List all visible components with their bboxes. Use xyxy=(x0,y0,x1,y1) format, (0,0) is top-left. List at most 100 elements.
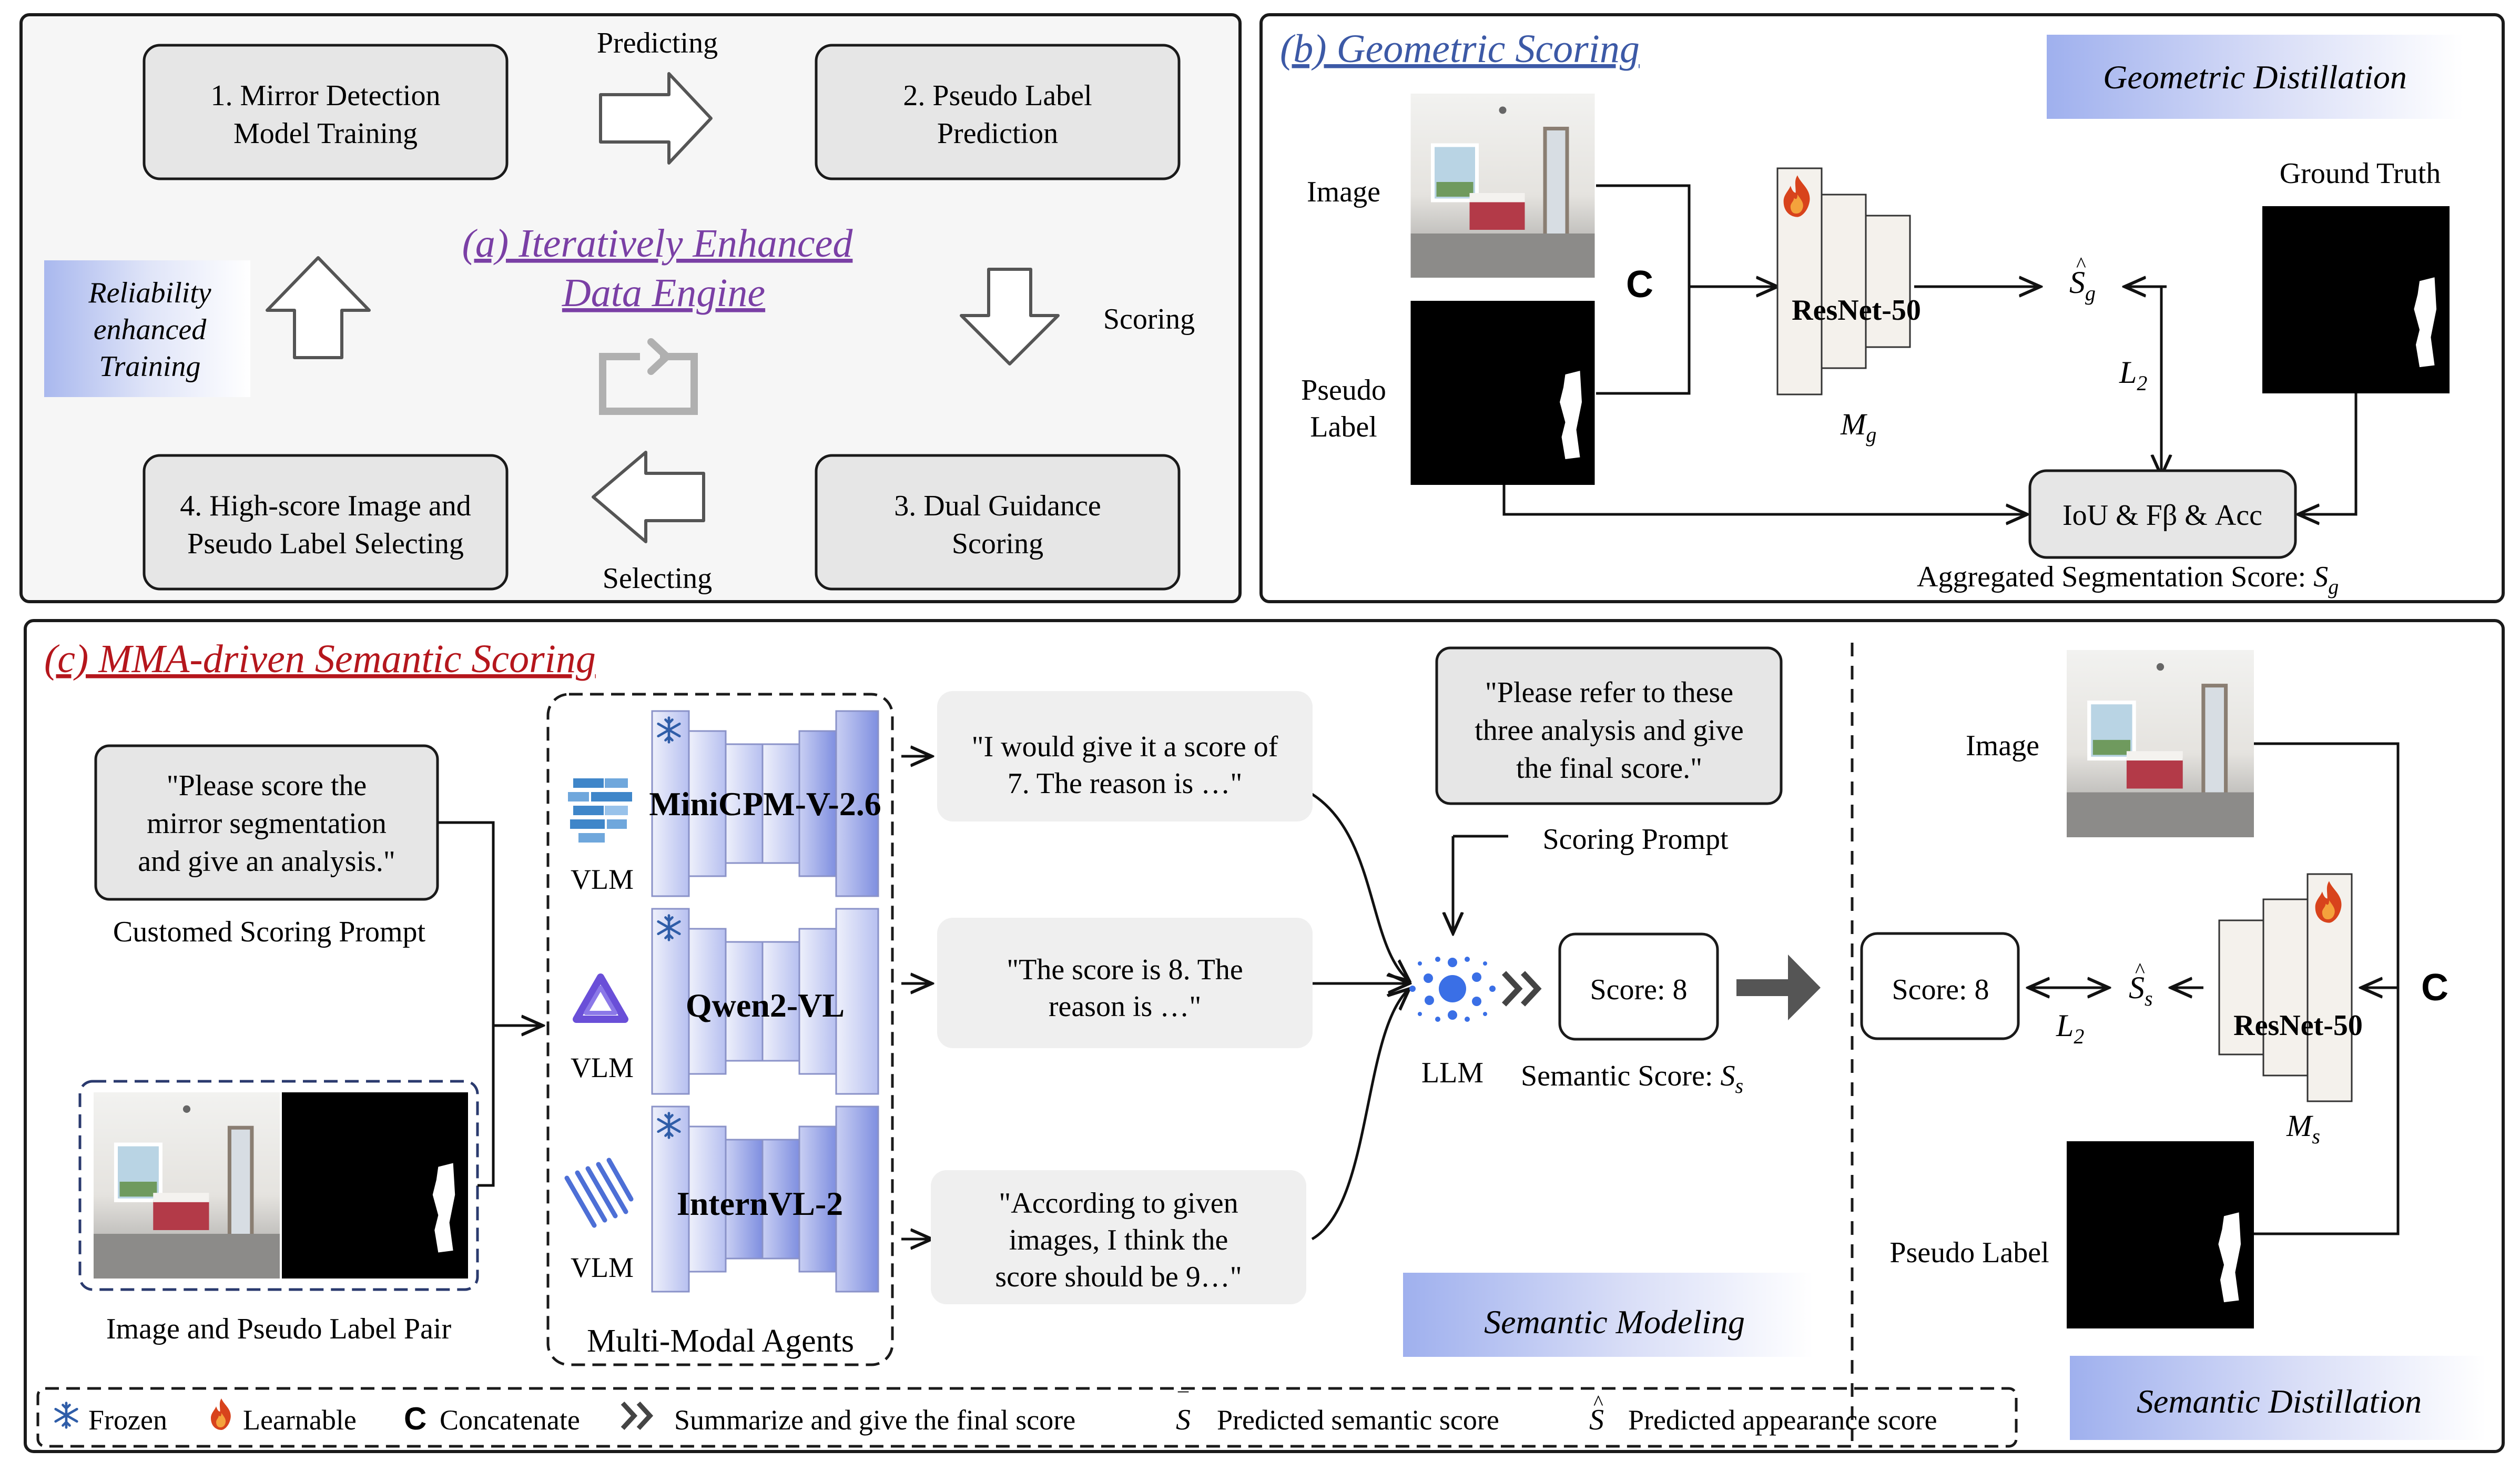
step4-box: 4. High-score Image and Pseudo Label Sel… xyxy=(143,454,509,591)
step4-line1: 4. High-score Image and xyxy=(180,490,471,522)
c-response-2-line1: "The score is 8. The xyxy=(1007,953,1243,986)
legend-summarize-icon xyxy=(621,1401,654,1430)
legend-pred-appearance: Predicted appearance score xyxy=(1628,1404,1937,1436)
c-right-score-label: Score: 8 xyxy=(1892,973,1989,1006)
c-semantic-score: Semantic Score: Ss xyxy=(1521,1060,1743,1098)
c-customized-prompt-label: Customed Scoring Prompt xyxy=(113,916,426,948)
left-arrow-icon xyxy=(592,451,705,543)
predicting-label: Predicting xyxy=(597,27,718,59)
legend-hat-mark: ^ xyxy=(1593,1391,1603,1414)
reliability-line3: Training xyxy=(99,350,201,383)
b-metric-label: IoU & Fβ & Acc xyxy=(2062,499,2262,532)
step4-line2: Pseudo Label Selecting xyxy=(187,527,464,560)
b-aggregated-score: Aggregated Segmentation Score: Sg xyxy=(1917,561,2339,598)
step2-line2: Prediction xyxy=(937,117,1058,150)
b-pred-score: Sg xyxy=(2069,265,2096,305)
panel-c: (c) MMA-driven Semantic Scoring "Please … xyxy=(24,619,2505,1453)
b-resnet-stack: ResNet-50 xyxy=(1776,167,1921,395)
c-prompt-line3: and give an analysis." xyxy=(138,845,395,878)
b-hat-mark: ^ xyxy=(2076,252,2086,276)
c-right-resnet-label: ResNet-50 xyxy=(2233,1009,2363,1042)
agent-internvl-vlm: VLM xyxy=(571,1252,634,1283)
step2-box: 2. Pseudo Label Prediction xyxy=(815,44,1181,180)
qwen-logo-icon xyxy=(573,973,628,1023)
c-right-model-label: Ms xyxy=(2286,1109,2320,1148)
b-image-label: Image xyxy=(1307,176,1380,208)
b-input-image xyxy=(1411,94,1595,278)
llm-icon xyxy=(1409,957,1496,1022)
c-refer-line1: "Please refer to these xyxy=(1485,676,1733,709)
agent-minicpm-vlm: VLM xyxy=(571,864,634,895)
c-prompt-box: "Please score the mirror segmentation an… xyxy=(94,744,439,901)
agent-internvl: InternVL-2 VLM xyxy=(564,1105,879,1293)
c-right-pseudo-label: Pseudo Label xyxy=(1889,1236,2049,1269)
up-arrow-icon xyxy=(266,256,371,359)
panel-a: 1. Mirror Detection Model Training 2. Ps… xyxy=(19,13,1242,603)
c-right-resnet-stack: ResNet-50 xyxy=(2218,873,2363,1102)
right-arrow-icon xyxy=(599,72,713,165)
legend-summarize: Summarize and give the final score xyxy=(674,1404,1075,1436)
c-response-arrows xyxy=(901,756,1508,1239)
b-concat-icon: C xyxy=(1626,263,1653,306)
c-pair-frame xyxy=(78,1080,479,1291)
step1-line2: Model Training xyxy=(233,117,418,150)
panel-b-title: (b) Geometric Scoring xyxy=(1280,27,1640,71)
c-response-1: "I would give it a score of 7. The reaso… xyxy=(937,691,1313,821)
agent-qwen-name: Qwen2-VL xyxy=(686,987,845,1024)
legend-pred-semantic: Predicted semantic score xyxy=(1217,1404,1499,1436)
agent-minicpm: MiniCPM-V-2.6 VLM xyxy=(568,710,881,897)
c-big-arrow xyxy=(1736,955,1821,1020)
c-pair-mask xyxy=(282,1092,468,1279)
reliability-line1: Reliability xyxy=(88,277,211,309)
agent-internvl-name: InternVL-2 xyxy=(677,1185,843,1222)
b-ground-truth-label: Ground Truth xyxy=(2280,157,2441,190)
c-refer-line3: the final score." xyxy=(1516,752,1702,785)
step3-line1: 3. Dual Guidance xyxy=(894,490,1101,522)
c-right-hat-mark: ^ xyxy=(2135,958,2145,982)
legend-frame xyxy=(36,1387,2018,1448)
selecting-label: Selecting xyxy=(603,562,712,595)
c-response-1-line1: "I would give it a score of xyxy=(972,731,1278,763)
legend-learnable: Learnable xyxy=(243,1404,357,1436)
minicpm-logo-icon xyxy=(568,778,632,843)
b-loss: L2 xyxy=(2119,355,2147,395)
c-right-pseudo-image xyxy=(2067,1141,2254,1328)
legend-pred-appearance-symbol: S xyxy=(1589,1404,1604,1436)
step2-line1: 2. Pseudo Label xyxy=(903,79,1092,112)
scoring-label: Scoring xyxy=(1103,303,1195,336)
c-response-3-line1: "According to given xyxy=(999,1187,1238,1220)
down-arrow-icon xyxy=(960,268,1060,366)
agent-minicpm-name: MiniCPM-V-2.6 xyxy=(649,785,881,823)
c-right-loss: L2 xyxy=(2056,1008,2084,1048)
c-llm-label: LLM xyxy=(1421,1057,1483,1089)
b-pseudo-label-image xyxy=(1410,301,1595,485)
c-response-2-line2: reason is …" xyxy=(1049,990,1201,1023)
semantic-distillation-label: Semantic Distillation xyxy=(2137,1383,2422,1420)
c-refer-line2: three analysis and give xyxy=(1475,714,1744,747)
c-refer-box: "Please refer to these three analysis an… xyxy=(1435,646,1783,805)
step1-line1: 1. Mirror Detection xyxy=(211,79,441,112)
c-right-image xyxy=(2067,650,2254,837)
legend: Frozen Learnable C Concatenate Summarize… xyxy=(36,1387,2018,1448)
semantic-modeling-badge: Semantic Modeling xyxy=(1403,1273,1813,1357)
panel-a-title-line1: (a) Iteratively Enhanced xyxy=(462,221,853,266)
b-pseudo-line1: Pseudo xyxy=(1301,374,1386,407)
legend-bar-mark: ¯ xyxy=(1177,1388,1189,1412)
step1-box: 1. Mirror Detection Model Training xyxy=(143,44,509,180)
b-model-label: Mg xyxy=(1840,407,1876,447)
c-score-box: Score: 8 xyxy=(1558,932,1719,1041)
reliability-badge: Reliability enhanced Training xyxy=(44,260,250,397)
c-pair-label: Image and Pseudo Label Pair xyxy=(106,1313,452,1345)
legend-concatenate: Concatenate xyxy=(440,1404,580,1436)
c-response-1-line2: 7. The reason is …" xyxy=(1008,767,1242,800)
reliability-line2: enhanced xyxy=(94,313,207,346)
step3-box: 3. Dual Guidance Scoring xyxy=(815,454,1181,591)
legend-frozen: Frozen xyxy=(88,1404,167,1436)
step3-line2: Scoring xyxy=(952,527,1043,560)
legend-concat-icon: C xyxy=(404,1401,426,1436)
loop-icon xyxy=(599,338,698,415)
b-connectors xyxy=(1502,184,2358,514)
c-response-3: "According to given images, I think the … xyxy=(931,1170,1306,1304)
c-right-image-label: Image xyxy=(1966,729,2039,762)
